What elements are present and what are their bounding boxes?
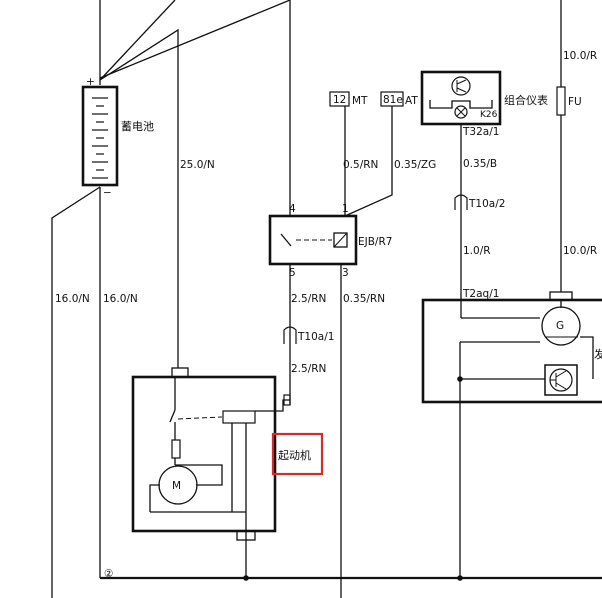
connector-t10a2-label: T10a/2	[468, 198, 505, 210]
relay-pin-5: 5	[289, 267, 296, 279]
starter-box	[131, 375, 277, 533]
battery-plus-sign: +	[86, 76, 95, 88]
motor-icon	[158, 465, 198, 505]
battery-label: 蓄电池	[121, 120, 154, 133]
generator-gen-label: G	[556, 320, 564, 332]
mt-type: MT	[352, 95, 368, 107]
transistor-icon	[451, 76, 471, 96]
wire-label-0-35-rn: 0.35/RN	[343, 293, 385, 305]
mt-number: 12	[333, 94, 346, 106]
connector-t10a2[interactable]: T10a/2	[454, 194, 505, 210]
battery-feed-wires	[99, 0, 291, 365]
battery-body	[81, 85, 119, 187]
relay-box	[268, 214, 358, 266]
wire-label-2-5-rn-lower: 2.5/RN	[291, 363, 326, 375]
at-type: AT	[405, 95, 418, 107]
relay-coil-icon	[333, 232, 348, 248]
wire-label-10-0-r-bottom: 10.0/R	[563, 245, 597, 257]
generator-box	[421, 298, 602, 404]
fuse-label: FU	[568, 96, 582, 108]
relay-label: EJB/R7	[358, 236, 392, 248]
at-connector[interactable]: 81e AT	[380, 91, 418, 107]
connector-t10a1[interactable]: T10a/1	[283, 326, 334, 344]
wire-label-1-0-r: 1.0/R	[463, 245, 491, 257]
relay-ejb-r7[interactable]: 4 1 5 3 EJB/R7	[268, 0, 392, 279]
wire-label-16-0-n-right: 16.0/N	[103, 293, 138, 305]
wire-label-0-35-zg: 0.35/ZG	[394, 159, 436, 171]
ground-wires: ②	[51, 186, 602, 598]
battery[interactable]: + − 蓄电池	[81, 76, 154, 199]
generator[interactable]: T2aq/1 G 发	[421, 288, 602, 578]
wire-label-0-35-b: 0.35/B	[463, 158, 497, 170]
fuse[interactable]: FU	[556, 0, 582, 292]
battery-minus-sign: −	[103, 187, 112, 199]
regulator-transistor-icon	[549, 368, 573, 392]
relay-pin-3: 3	[342, 267, 349, 279]
cluster-bulb-code: K26	[480, 110, 498, 120]
starter-internal-wiring	[149, 377, 290, 578]
wire-label-25-0-n: 25.0/N	[180, 159, 215, 171]
cluster-label: 组合仪表	[504, 93, 548, 107]
wire-label-16-0-n-left: 16.0/N	[55, 293, 90, 305]
starter-motor[interactable]: M	[131, 365, 291, 578]
warning-lamp-icon	[454, 105, 468, 119]
starter-highlight-box	[271, 432, 324, 476]
ground-marker: ②	[104, 568, 113, 580]
regulator-box	[544, 364, 578, 396]
at-number: 81e	[383, 94, 403, 106]
battery-cells	[92, 97, 108, 179]
starter-label: 起动机	[278, 448, 311, 462]
generator-cut-label: 发	[594, 347, 602, 361]
wire-label-10-0-r-top: 10.0/R	[563, 50, 597, 62]
wire-label-0-5-rn: 0.5/RN	[343, 159, 378, 171]
relay-pin-4: 4	[289, 203, 296, 215]
instrument-cluster[interactable]: K26 组合仪表 T32a/1	[420, 70, 548, 138]
generator-icon	[541, 306, 581, 346]
relay-switch-icon	[280, 233, 332, 247]
wire-label-2-5-rn-upper: 2.5/RN	[291, 293, 326, 305]
connector-t10a1-label: T10a/1	[297, 331, 334, 343]
mt-connector[interactable]: 12 MT	[329, 91, 368, 107]
cluster-pin: T32a/1	[462, 126, 499, 138]
generator-pin: T2aq/1	[462, 288, 499, 300]
motor-label: M	[172, 480, 181, 492]
